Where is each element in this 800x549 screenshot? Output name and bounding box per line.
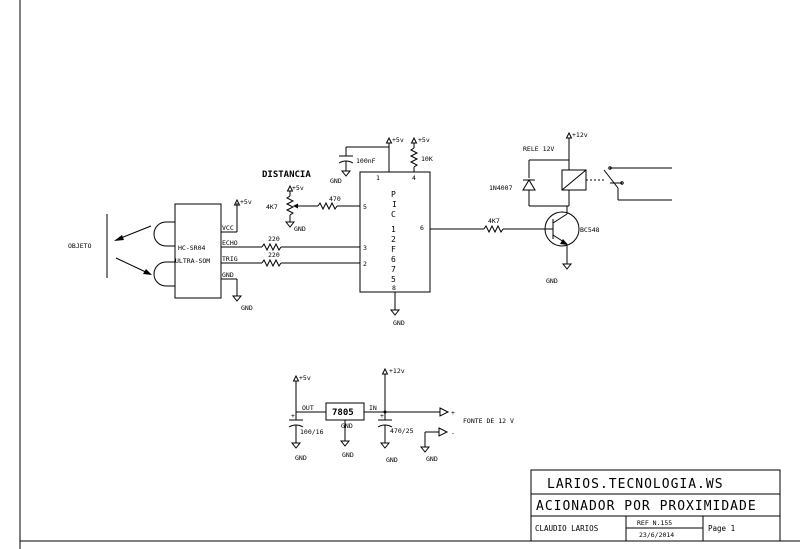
sensor-type: ULTRA-SOM xyxy=(175,257,210,265)
c100-plus: + xyxy=(291,412,295,420)
pic-pin-5: 5 xyxy=(363,203,367,211)
ultrasonic-sensor: HC-SR04 ULTRA-SOM VCC ECHO TRIG GND xyxy=(153,203,238,299)
pot-value-label: 4K7 xyxy=(266,203,278,211)
transistor-bc548: BC548 GND xyxy=(544,206,600,285)
pic-name-char-7: 6 xyxy=(391,255,396,264)
transistor-gnd-label: GND xyxy=(546,277,558,285)
pic-cap-gnd-label: GND xyxy=(330,177,342,185)
pullup-vcc-label: +5v xyxy=(418,136,430,144)
pin-label-vcc: VCC xyxy=(222,224,234,232)
pic-name-char-9: 5 xyxy=(391,275,396,284)
reg-gnd-label: GND xyxy=(342,451,354,459)
power-supply: +5v + GND 100/16 7805 OUT IN GND GND +12… xyxy=(288,367,514,464)
distance-potentiometer: DISTANCIA +5v GND 4K7 470 xyxy=(262,170,360,233)
cap-470-25-label: 470/25 xyxy=(390,427,414,435)
author-name: CLAUDIO LARIOS xyxy=(535,524,599,533)
input-plus: + xyxy=(451,409,455,417)
pic-pin-1: 1 xyxy=(376,174,380,182)
drawing-title: ACIONADOR POR PROXIMIDADE xyxy=(536,499,757,514)
pic-pin-3: 3 xyxy=(363,244,367,252)
object-symbol: OBJETO xyxy=(68,214,152,278)
pot-vcc-label: +5v xyxy=(292,184,304,192)
input-minus: - xyxy=(451,429,455,437)
page-number: Page 1 xyxy=(708,524,735,533)
relay-and-diode: +12v RELE 12V 1N4007 xyxy=(489,131,672,207)
reg-in-label: IN xyxy=(369,404,377,412)
pic-name-char-4: 1 xyxy=(391,225,396,234)
pic-name-char-1: P xyxy=(391,190,396,199)
transistor-label: BC548 xyxy=(580,226,600,234)
r10k-label: 10K xyxy=(421,155,433,163)
pic-name-char-3: C xyxy=(391,210,396,219)
object-label: OBJETO xyxy=(68,242,92,250)
sensor-vcc-net: +5v xyxy=(221,198,252,233)
sensor-gnd-net: GND xyxy=(221,278,253,312)
ps-5v-label: +5v xyxy=(299,374,311,382)
ps-12v-label: +12v xyxy=(389,367,405,375)
reg-gnd-pin-label: GND xyxy=(341,422,353,430)
sensor-name: HC-SR04 xyxy=(178,244,205,252)
echo-trig-nets: 220 220 xyxy=(221,235,360,268)
cap-100nf-label: 100nF xyxy=(356,157,376,165)
c470-plus: + xyxy=(380,412,384,420)
r470-label: 470 xyxy=(329,195,341,203)
reference-number: REF N.155 xyxy=(637,519,672,527)
pic-microcontroller: P I C 1 2 F 6 7 5 1 4 5 3 2 6 8 xyxy=(359,171,431,293)
pic-name-char-2: I xyxy=(392,200,397,209)
relay-vcc-label: +12v xyxy=(572,131,588,139)
pin-label-trig: TRIG xyxy=(222,255,238,263)
regulator-label: 7805 xyxy=(332,408,354,418)
base-drive-net: 4K7 xyxy=(430,217,545,234)
pic-pullup-net: +5v 10K xyxy=(409,136,433,172)
pic-gnd-net: GND xyxy=(389,292,405,327)
fonte-label: FONTE DE 12 V xyxy=(463,417,514,425)
pin-label-echo: ECHO xyxy=(222,239,238,247)
sensor-gnd-label: GND xyxy=(241,304,253,312)
sheet-border xyxy=(19,0,800,549)
pot-gnd-label: GND xyxy=(294,225,306,233)
c100-gnd-label: GND xyxy=(295,454,307,462)
pin-label-gnd: GND xyxy=(222,271,234,279)
pic-pin-4: 4 xyxy=(412,174,416,182)
pic-name-char-6: F xyxy=(391,245,396,254)
diode-label: 1N4007 xyxy=(489,184,513,192)
pic-name-char-5: 2 xyxy=(391,235,396,244)
pic-gnd-label: GND xyxy=(393,319,405,327)
r4k7-label: 4K7 xyxy=(488,217,500,225)
r220-trig-label: 220 xyxy=(268,251,280,259)
c470-gnd-label: GND xyxy=(386,456,398,464)
drawing-date: 23/6/2014 xyxy=(639,531,674,539)
relay-label: RELE 12V xyxy=(523,145,554,153)
sensor-vcc-label: +5v xyxy=(240,198,252,206)
pic-pin-2: 2 xyxy=(363,260,367,268)
distance-title: DISTANCIA xyxy=(262,170,311,180)
pic-vcc-label: +5v xyxy=(392,136,404,144)
reg-out-label: OUT xyxy=(302,404,314,412)
pic-pin-8: 8 xyxy=(392,284,396,292)
pic-name-char-8: 7 xyxy=(391,265,396,274)
minus-gnd-label: GND xyxy=(426,455,438,463)
title-block: LARIOS.TECNOLOGIA.WS ACIONADOR POR PROXI… xyxy=(530,469,781,542)
r220-echo-label: 220 xyxy=(268,235,280,243)
company-name: LARIOS.TECNOLOGIA.WS xyxy=(547,477,724,492)
cap-100-16-label: 100/16 xyxy=(300,428,324,436)
pic-supply-net: +5v GND 100nF xyxy=(330,136,404,185)
pic-pin-6: 6 xyxy=(420,224,424,232)
